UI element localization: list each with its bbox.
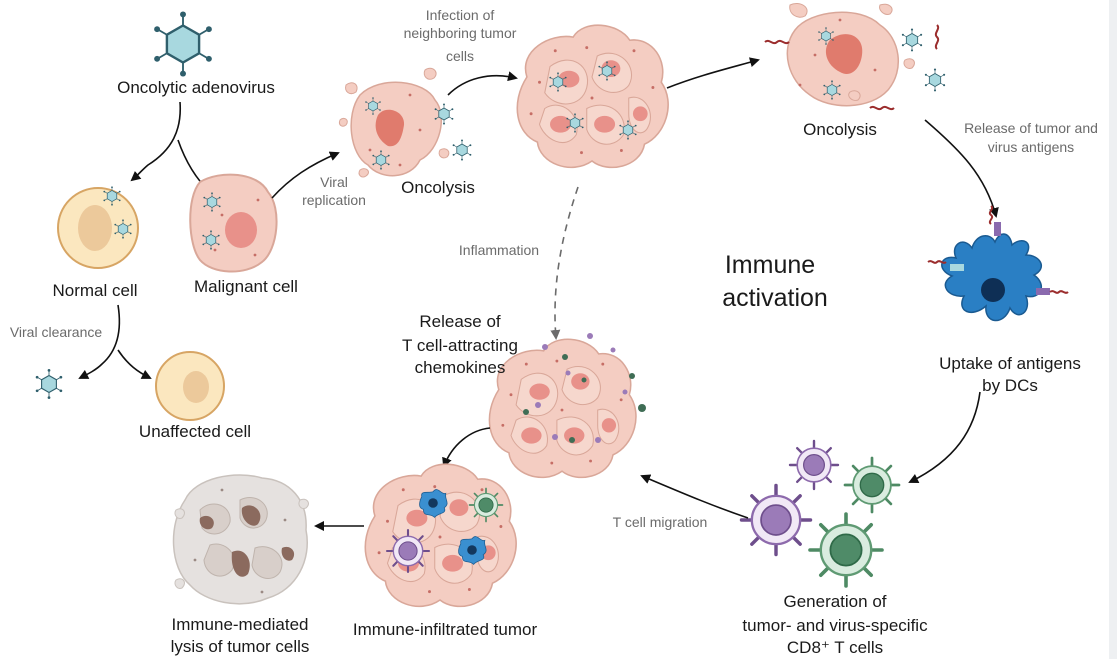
oncolysis-label-2: Oncolysis	[803, 120, 877, 139]
chemokine-tumor-icon	[488, 333, 646, 479]
t-cells-icon	[739, 439, 901, 588]
dendritic-cell-icon	[927, 205, 1069, 322]
uptake-label-line2: by DCs	[982, 376, 1038, 395]
oncolysis-label-1: Oncolysis	[401, 178, 475, 197]
infection-label-line1: Infection of	[425, 7, 495, 23]
viral-clearance-label: Viral clearance	[9, 324, 103, 340]
viral-replication-label-line1: Viral	[320, 174, 348, 190]
oncolysis-debris-icon-2	[764, 2, 946, 111]
infection-label-line3: cells	[445, 48, 474, 64]
generation-label-line3: CD8⁺ T cells	[786, 638, 884, 657]
malignant-cell-icon	[189, 173, 278, 273]
viral-replication-label-line2: replication	[302, 192, 366, 208]
uptake-label-line1: Uptake of antigens	[939, 354, 1081, 373]
unaffected-cell-label: Unaffected cell	[138, 422, 252, 441]
unaffected-cell-icon	[155, 351, 225, 421]
release-antigens-label-line1: Release of tumor and	[964, 120, 1098, 136]
right-edge-strip	[1109, 0, 1117, 659]
immune-activation-label-line1: Immune	[724, 251, 816, 279]
t-cell-migration-label: T cell migration	[612, 514, 708, 530]
generation-label-line2: tumor- and virus-specific	[742, 616, 928, 635]
normal-cell-label: Normal cell	[52, 281, 138, 300]
lysis-label-line1: Immune-mediated	[171, 615, 309, 634]
normal-cell-icon	[57, 185, 139, 269]
cleared-virus-icon	[35, 368, 63, 400]
chemokines-label-line3: chemokines	[414, 358, 506, 377]
oncolysis-debris-icon	[339, 67, 472, 178]
generation-label-line1: Generation of	[783, 592, 887, 611]
lysis-label-line2: lysis of tumor cells	[170, 637, 310, 656]
infection-label-line2: neighboring tumor	[403, 25, 517, 41]
infiltrated-tumor-icon	[364, 463, 517, 608]
release-antigens-label-line2: virus antigens	[987, 139, 1075, 155]
immune-activation-label-line2: activation	[722, 284, 828, 312]
chemokines-label-line1: Release of	[419, 312, 501, 331]
inflammation-label: Inflammation	[458, 242, 540, 258]
adenovirus-icon	[152, 10, 214, 78]
infiltrated-tumor-label: Immune-infiltrated tumor	[352, 620, 538, 639]
malignant-cell-label: Malignant cell	[194, 277, 298, 296]
lysed-tumor-icon	[172, 474, 309, 605]
chemokines-label-line2: T cell-attracting	[402, 336, 518, 355]
adenovirus-label: Oncolytic adenovirus	[117, 78, 275, 97]
infected-tumor-icon	[516, 24, 669, 169]
